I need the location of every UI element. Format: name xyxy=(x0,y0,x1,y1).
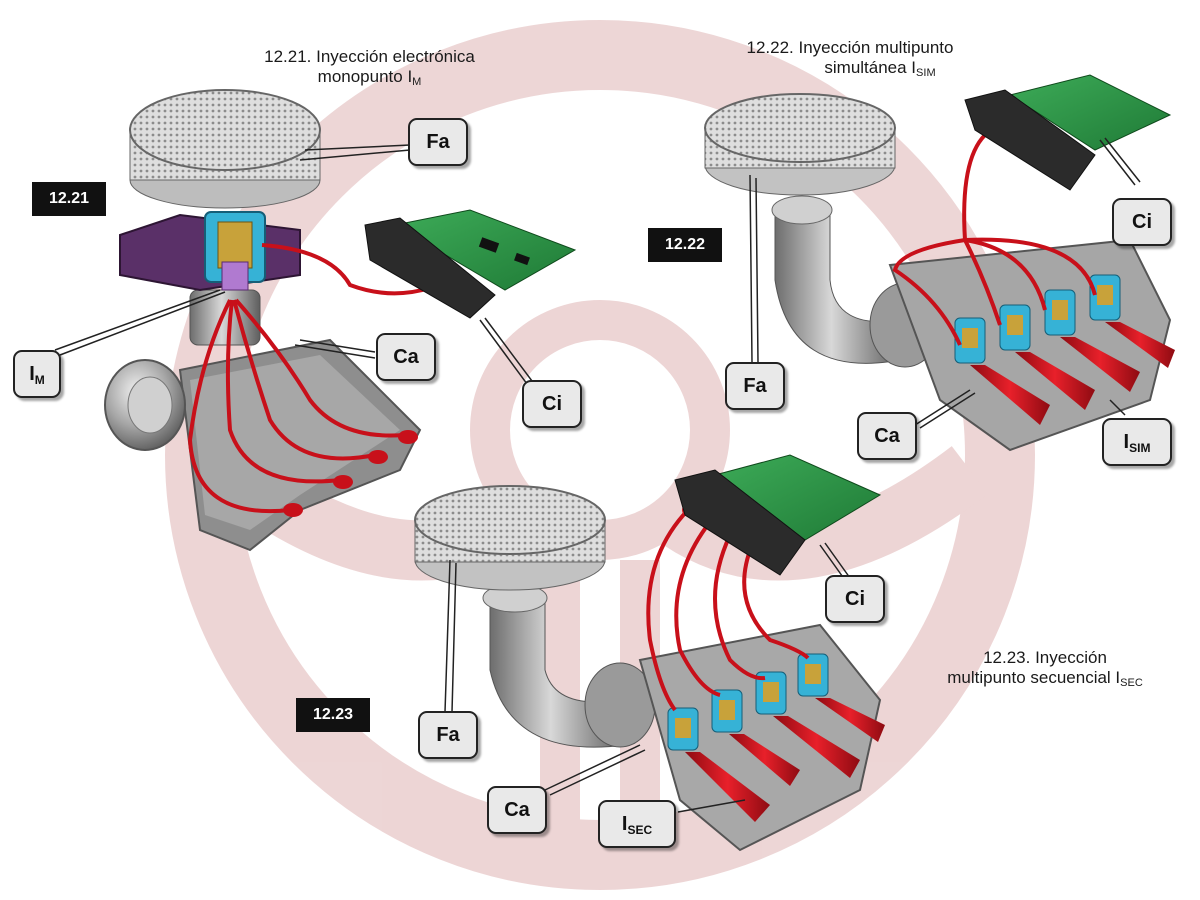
callout-fa-22: Fa xyxy=(725,362,785,410)
sequential-assembly xyxy=(414,454,885,852)
title-12-22-line1: 12.22. Inyección multipunto xyxy=(746,38,954,57)
leaders-22 xyxy=(749,137,1141,429)
monopoint-assembly xyxy=(104,89,577,552)
title-12-21-line1: 12.21. Inyección electrónica xyxy=(264,47,475,66)
badge-12-22: 12.22 xyxy=(648,228,722,262)
title-12-23: 12.23. Inyección multipunto secuencial I… xyxy=(920,648,1170,693)
callout-fa-21: Fa xyxy=(408,118,468,166)
simultaneous-assembly xyxy=(704,74,1175,452)
leaders-21 xyxy=(54,144,536,389)
callout-im: IM xyxy=(13,350,61,398)
ecu-module-22 xyxy=(964,74,1172,191)
callout-ca-23: Ca xyxy=(487,786,547,834)
callout-isim-letter: I xyxy=(1123,431,1130,453)
callout-isim: ISIM xyxy=(1102,418,1172,466)
callout-im-sub: M xyxy=(34,373,45,387)
title-12-21-line2-text: monopunto I xyxy=(317,67,413,86)
callout-fa-23: Fa xyxy=(418,711,478,759)
title-12-22: 12.22. Inyección multipunto simultánea I… xyxy=(735,38,965,83)
title-12-23-line2-text: multipunto secuencial I xyxy=(947,668,1121,687)
callout-isim-sub: SIM xyxy=(1129,441,1151,455)
title-12-22-line2-sub: SIM xyxy=(916,67,936,79)
title-12-21-line2-sub: M xyxy=(412,76,422,88)
title-12-22-line2: simultánea ISIM xyxy=(735,58,965,83)
title-12-23-line1: 12.23. Inyección xyxy=(983,648,1107,667)
leaders-23 xyxy=(444,542,851,813)
title-12-21: 12.21. Inyección electrónica monopunto I… xyxy=(232,47,507,92)
ecu-module-23 xyxy=(674,454,882,576)
title-12-23-line2: multipunto secuencial ISEC xyxy=(920,668,1170,693)
badge-12-21: 12.21 xyxy=(32,182,106,216)
callout-im-letter: I xyxy=(29,363,35,385)
title-12-23-line2-sub: SEC xyxy=(1120,677,1143,689)
badge-12-23: 12.23 xyxy=(296,698,370,732)
callout-isec-sub: SEC xyxy=(627,823,653,837)
callout-ci-21: Ci xyxy=(522,380,582,428)
ecu-module-21 xyxy=(364,209,577,319)
callout-isec-letter: I xyxy=(621,813,628,835)
title-12-21-line2: monopunto IM xyxy=(232,67,507,92)
callout-ca-21: Ca xyxy=(376,333,436,381)
callout-ca-22: Ca xyxy=(857,412,917,460)
callout-ci-23: Ci xyxy=(825,575,885,623)
callout-isec: ISEC xyxy=(598,800,676,848)
title-12-22-line2-text: simultánea I xyxy=(824,58,917,77)
callout-ci-22: Ci xyxy=(1112,198,1172,246)
